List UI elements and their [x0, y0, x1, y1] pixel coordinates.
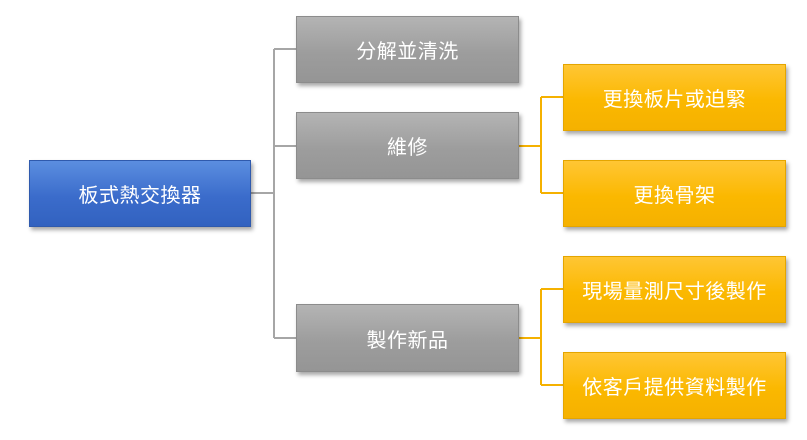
- leaf-node-label: 更換骨架: [633, 183, 716, 207]
- branch-node-new-product: 製作新品: [296, 304, 519, 372]
- branch-node-repair: 維修: [296, 112, 519, 179]
- branch-node-label: 分解並清洗: [356, 39, 459, 63]
- leaf-node-label: 依客戶提供資料製作: [582, 375, 767, 399]
- leaf-node-onsite-measure: 現場量測尺寸後製作: [563, 256, 786, 323]
- root-node: 板式熱交換器: [29, 160, 251, 227]
- leaf-node-label: 現場量測尺寸後製作: [582, 279, 767, 303]
- branch-node-label: 維修: [387, 135, 428, 159]
- root-node-label: 板式熱交換器: [78, 183, 202, 207]
- leaf-node-label: 更換板片或迫緊: [602, 87, 747, 111]
- leaf-node-replace-frame: 更換骨架: [563, 160, 786, 227]
- leaf-node-customer-data: 依客戶提供資料製作: [563, 352, 786, 419]
- branch-node-label: 製作新品: [366, 327, 449, 352]
- leaf-node-replace-plates-gaskets: 更換板片或迫緊: [563, 64, 786, 131]
- branch-node-disassemble-clean: 分解並清洗: [296, 16, 519, 83]
